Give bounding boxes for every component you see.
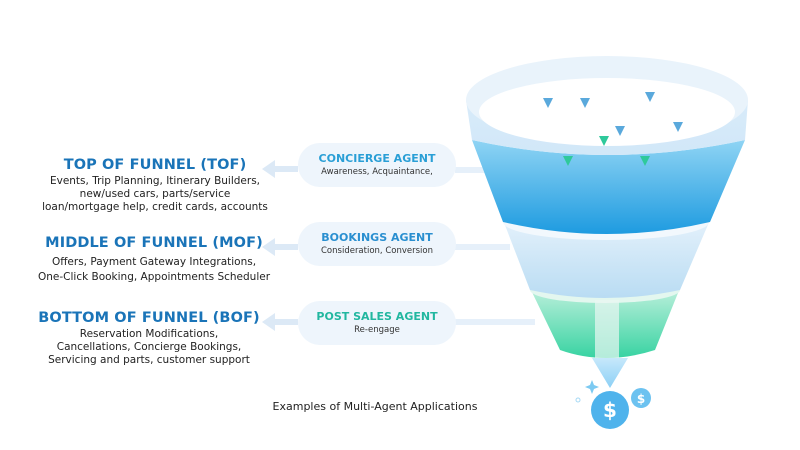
- funnel-tier-middle: [503, 220, 710, 298]
- agent-title: POST SALES AGENT: [316, 310, 438, 323]
- stage-desc-line: Cancellations, Concierge Bookings,: [56, 341, 242, 353]
- stage-mof: MIDDLE OF FUNNEL (MOF) Offers, Payment G…: [20, 235, 288, 285]
- arrow-left-icon: [262, 313, 298, 331]
- funnel-spout: [592, 358, 628, 388]
- agent-subtitle: Awareness, Acquaintance,: [321, 167, 433, 177]
- agent-pill-post-sales: POST SALES AGENT Re-engage: [298, 301, 456, 345]
- stage-desc-line: One-Click Booking, Appointments Schedule…: [37, 271, 271, 283]
- agent-title: BOOKINGS AGENT: [321, 231, 433, 244]
- stage-desc-line: Offers, Payment Gateway Integrations,: [51, 256, 257, 268]
- stage-desc: Events, Trip Planning, Itinerary Builder…: [30, 175, 280, 214]
- agent-title: CONCIERGE AGENT: [318, 152, 436, 165]
- dollar-coin-small-icon: $: [631, 388, 651, 408]
- stage-desc-line: Events, Trip Planning, Itinerary Builder…: [49, 175, 261, 187]
- stage-title: MIDDLE OF FUNNEL (MOF): [45, 235, 263, 251]
- diagram-caption: Examples of Multi-Agent Applications: [272, 400, 478, 413]
- stage-desc-line: Servicing and parts, customer support: [48, 354, 250, 366]
- dollar-coin-icon: $: [591, 391, 629, 429]
- incoming-arrows: [543, 20, 683, 166]
- funnel-body: [466, 56, 748, 388]
- sparkle-icon: [575, 380, 599, 403]
- arrow-left-icon: [262, 160, 298, 178]
- stage-desc-line: Reservation Modifications,: [79, 328, 219, 340]
- stage-desc-line: loan/mortgage help, credit cards, accoun…: [42, 201, 268, 213]
- stage-bof: BOTTOM OF FUNNEL (BOF) Reservation Modif…: [20, 310, 278, 367]
- arrow-left-icon: [262, 238, 298, 256]
- agent-subtitle: Re-engage: [354, 325, 400, 335]
- agent-pill-concierge: CONCIERGE AGENT Awareness, Acquaintance,: [298, 143, 456, 187]
- agent-subtitle: Consideration, Conversion: [321, 246, 433, 256]
- coin-symbol: $: [603, 398, 617, 422]
- connector-arrows: [262, 160, 535, 331]
- stage-desc-line: new/used cars, parts/service: [79, 188, 231, 200]
- stage-tof: TOP OF FUNNEL (TOF) Events, Trip Plannin…: [30, 157, 280, 214]
- coin-symbol-small: $: [637, 392, 645, 406]
- stage-title: BOTTOM OF FUNNEL (BOF): [38, 310, 260, 326]
- agent-pill-bookings: BOOKINGS AGENT Consideration, Conversion: [298, 222, 456, 266]
- funnel-tier-top: [472, 140, 745, 234]
- stage-desc: Offers, Payment Gateway Integrations, On…: [20, 255, 288, 285]
- stage-desc: Reservation Modifications, Cancellations…: [20, 328, 278, 367]
- stage-title: TOP OF FUNNEL (TOF): [63, 157, 247, 173]
